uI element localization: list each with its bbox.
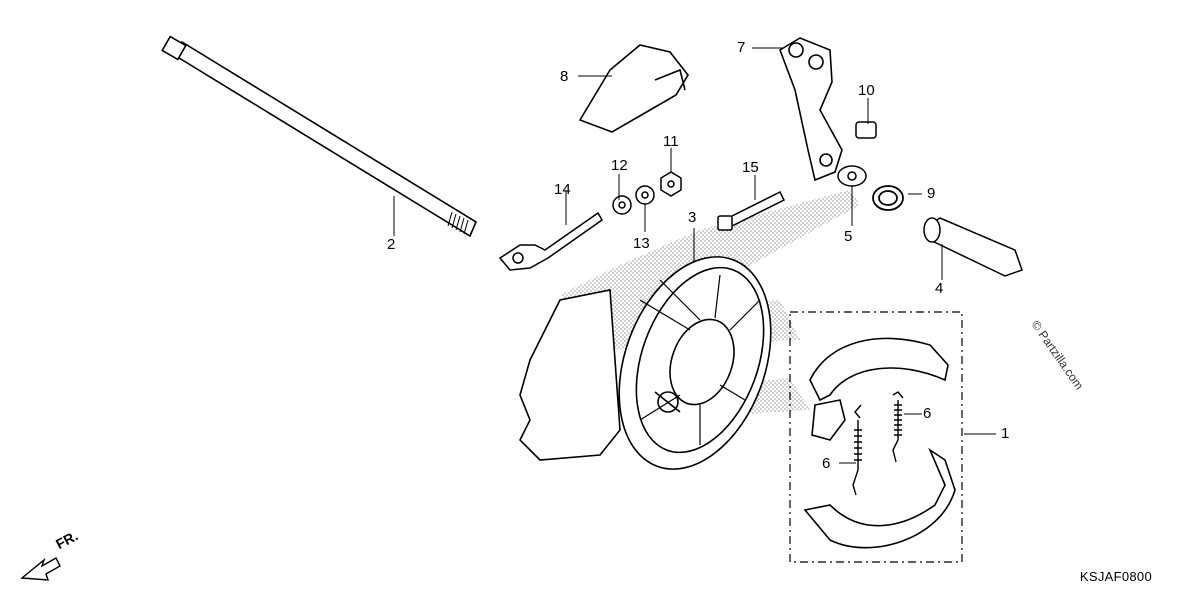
callout-12: 12 bbox=[611, 157, 628, 174]
washer bbox=[612, 195, 632, 215]
callout-7: 7 bbox=[737, 39, 746, 56]
seal-ring bbox=[872, 185, 904, 211]
diagram-code: KSJAF0800 bbox=[1079, 569, 1152, 584]
callout-9: 9 bbox=[927, 185, 936, 202]
callout-13: 13 bbox=[633, 235, 650, 252]
callout-6a: 6 bbox=[923, 405, 932, 422]
callout-10: 10 bbox=[858, 82, 875, 99]
brake-arm bbox=[779, 37, 843, 182]
callout-5: 5 bbox=[844, 228, 853, 245]
callout-11: 11 bbox=[663, 133, 679, 150]
brake-shoe bbox=[803, 337, 956, 549]
bolt-long bbox=[717, 190, 786, 231]
indicator-plate bbox=[837, 165, 867, 187]
brake-shoe-set-box bbox=[789, 311, 963, 563]
chain-adjuster bbox=[498, 211, 603, 271]
leader-lines bbox=[393, 47, 996, 464]
nut bbox=[660, 171, 682, 197]
cover bbox=[578, 44, 689, 133]
callout-8: 8 bbox=[560, 68, 569, 85]
spring bbox=[852, 391, 904, 496]
callout-14: 14 bbox=[554, 181, 571, 198]
callout-4: 4 bbox=[935, 280, 944, 297]
callout-15: 15 bbox=[742, 159, 759, 176]
collar-nut bbox=[635, 185, 655, 205]
axle-shaft bbox=[161, 35, 478, 238]
brake-cam bbox=[923, 217, 1023, 277]
callout-1: 1 bbox=[1001, 425, 1010, 442]
front-arrow bbox=[20, 557, 61, 581]
callout-3: 3 bbox=[688, 209, 697, 226]
brake-panel bbox=[519, 256, 772, 470]
callout-6b: 6 bbox=[822, 455, 831, 472]
callout-2: 2 bbox=[387, 236, 396, 253]
bolt bbox=[855, 121, 877, 139]
